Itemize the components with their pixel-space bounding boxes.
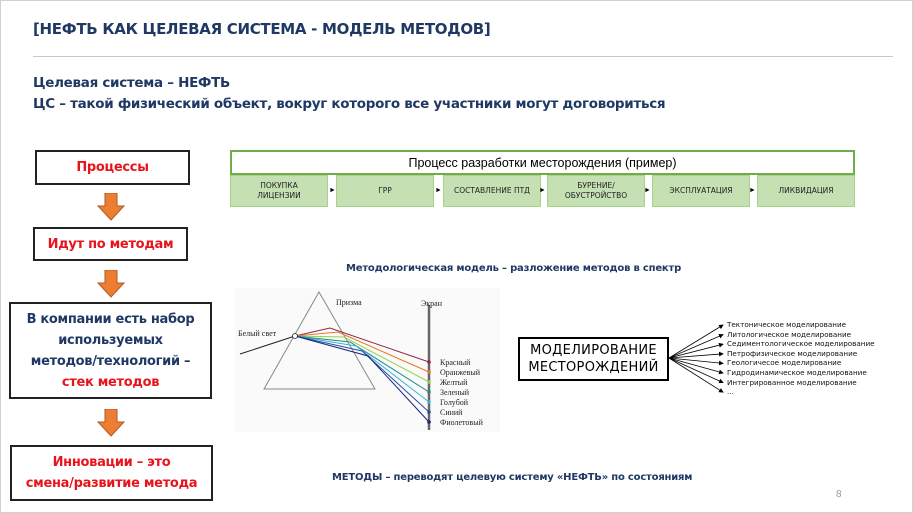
spectrum-ray <box>294 335 430 423</box>
modeling-item: Литологическое моделирование <box>727 329 852 339</box>
flow-box-text: Идут по методам <box>47 236 174 252</box>
color-label: Голубой <box>440 398 469 407</box>
step-label: ПОКУПКА <box>260 181 298 190</box>
fan-arrow <box>668 357 724 366</box>
flow-box-method-stack: В компании есть набор используемых метод… <box>9 302 212 399</box>
step-label: СОСТАВЛЕНИЕ ПТД <box>453 186 531 195</box>
label-screen: Экран <box>421 299 443 308</box>
arrow-right-icon: ► <box>539 187 546 194</box>
process-step: ЛИКВИДАЦИЯ <box>757 175 855 207</box>
prism-shape <box>263 290 376 390</box>
modeling-line-1: МОДЕЛИРОВАНИЕ <box>530 343 657 358</box>
fan-arrow <box>668 333 724 359</box>
stack-line-2: используемых <box>58 332 163 348</box>
white-light-ray <box>239 335 296 355</box>
stack-line-1: В компании есть набор <box>26 311 195 327</box>
fan-arrow <box>668 351 724 359</box>
color-label: Оранжевый <box>440 368 481 377</box>
flow-box-innovations: Инновации – это смена/развитие метода <box>10 445 213 501</box>
modeling-item: Петрофизическое моделирование <box>727 348 858 358</box>
step-label: БУРЕНИЕ/ <box>577 181 615 190</box>
fan-arrow <box>668 324 724 359</box>
flow-box-processes: Процессы <box>35 150 190 185</box>
process-step: БУРЕНИЕ/ОБУСТРОЙСТВО <box>547 175 645 207</box>
down-arrow-icon <box>97 409 125 437</box>
methods-caption: МЕТОДЫ – переводят целевую систему «НЕФТ… <box>332 472 693 483</box>
innov-line-2: смена/развитие метода <box>25 476 198 491</box>
spectrum-ray <box>294 335 430 393</box>
color-dot <box>427 390 431 394</box>
label-white-light: Белый свет <box>238 329 277 338</box>
color-label: Фиолетовый <box>440 418 484 427</box>
label-prism: Призма <box>336 298 362 307</box>
color-dot <box>427 360 431 364</box>
step-label: ЛИКВИДАЦИЯ <box>778 186 834 195</box>
arrow-right-icon: ► <box>435 187 442 194</box>
fan-arrow <box>668 357 724 393</box>
fan-arrow <box>668 342 724 359</box>
subtitle-target-system: Целевая система – НЕФТЬ <box>33 75 230 91</box>
process-title: Процесс разработки месторождения (пример… <box>230 150 855 175</box>
color-dot <box>427 370 431 374</box>
arrow-right-icon: ► <box>644 187 651 194</box>
spectrum-ray <box>294 335 430 413</box>
spectrum-caption: Методологическая модель – разложение мет… <box>346 263 682 274</box>
step-label: ЛИЦЕНЗИИ <box>257 191 301 200</box>
spectrum-ray <box>294 331 430 373</box>
color-dot <box>427 380 431 384</box>
modeling-box: МОДЕЛИРОВАНИЕ МЕСТОРОЖДЕНИЙ <box>518 337 669 381</box>
process-step: ЭКСПЛУАТАЦИЯ <box>652 175 750 207</box>
down-arrow-icon <box>97 193 125 221</box>
subtitle-definition: ЦС – такой физический объект, вокруг кот… <box>33 96 666 112</box>
stack-line-4: стек методов <box>61 374 160 390</box>
modeling-item: Геологичесое моделирование <box>727 358 842 368</box>
color-dot <box>427 400 431 404</box>
color-dot <box>427 420 431 424</box>
color-label: Синий <box>440 408 463 417</box>
stack-line-3: методов/технологий – <box>30 353 191 369</box>
modeling-item: ... <box>727 387 734 397</box>
color-label: Желтый <box>440 378 468 387</box>
arrow-right-icon: ► <box>329 187 336 194</box>
process-step: СОСТАВЛЕНИЕ ПТД <box>443 175 541 207</box>
down-arrow-icon <box>97 270 125 298</box>
fan-arrow <box>668 357 724 384</box>
entry-point <box>292 333 298 339</box>
step-label: ГРР <box>378 186 392 195</box>
page-number: 8 <box>836 489 842 500</box>
color-label: Красный <box>440 358 471 367</box>
title-divider <box>33 56 893 57</box>
spectrum-ray <box>294 327 430 363</box>
step-label: ОБУСТРОЙСТВО <box>564 191 628 200</box>
spectrum-ray <box>294 335 430 403</box>
modeling-item: Седиментологическое моделирование <box>727 339 875 349</box>
fan-arrow <box>668 357 724 375</box>
process-step: ГРР <box>336 175 434 207</box>
prism-diagram: Белый свет Призма Экран КрасныйОранжевый… <box>235 288 500 432</box>
modeling-line-2: МЕСТОРОЖДЕНИЙ <box>528 360 659 375</box>
diagram-bg <box>235 288 500 432</box>
modeling-fan-arrows <box>668 324 724 393</box>
spectrum-rays <box>294 327 431 424</box>
innov-line-1: Инновации – это <box>52 455 171 470</box>
arrow-right-icon: ► <box>749 187 756 194</box>
modeling-item: Гидродинамическое моделирование <box>727 367 867 377</box>
color-label: Зеленый <box>440 388 470 397</box>
modeling-item: Интегрированное моделирование <box>727 377 857 387</box>
modeling-item: Тектоническое моделирование <box>727 320 847 329</box>
flow-box-text: Процессы <box>76 160 149 175</box>
flow-box-methods: Идут по методам <box>33 227 188 261</box>
slide-title: [НЕФТЬ КАК ЦЕЛЕВАЯ СИСТЕМА - МОДЕЛЬ МЕТО… <box>33 20 491 38</box>
color-dot <box>427 410 431 414</box>
step-label: ЭКСПЛУАТАЦИЯ <box>669 186 733 195</box>
spectrum-ray <box>294 335 430 383</box>
